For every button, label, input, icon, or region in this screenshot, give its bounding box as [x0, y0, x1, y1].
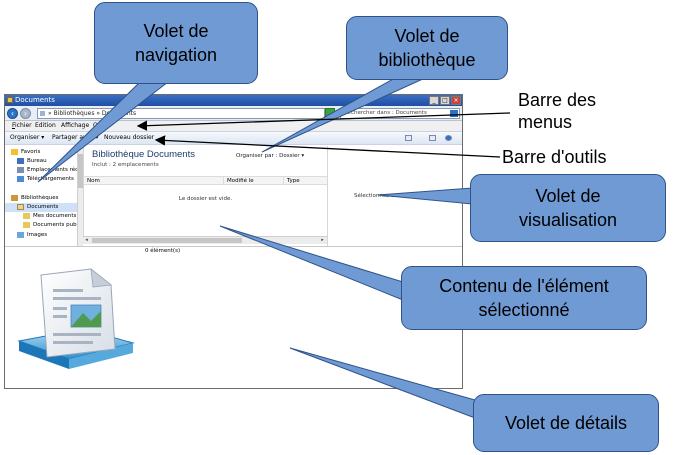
back-button[interactable]: ‹	[7, 108, 18, 119]
callout-navigation-pane: Volet de navigation	[94, 2, 258, 84]
menu-file-label: ichier	[15, 122, 32, 129]
nav-item-desktop[interactable]: Bureau	[5, 157, 77, 166]
preview-pane-icon[interactable]	[429, 135, 436, 141]
preview-pane: Sélectionnez un fichier à visualiser.	[327, 146, 462, 246]
label-tool-bar: Barre d'outils	[502, 147, 607, 167]
tool-bar: Organiser ▾ Partager avec ▾ Nouveau doss…	[5, 131, 462, 145]
folder-icon	[7, 97, 13, 103]
nav-label: Documents	[27, 204, 59, 210]
nav-label: Mes documents	[33, 213, 77, 219]
library-pane: Bibliothèque Documents Inclut : 2 emplac…	[83, 146, 328, 236]
navigation-pane: Favoris Bureau Emplacements récents Télé…	[5, 146, 83, 246]
search-input[interactable]: Rechercher dans : Documents	[340, 108, 460, 119]
address-field[interactable]: » Bibliothèques » Documents	[37, 108, 325, 119]
callout-details-pane: Volet de détails	[473, 394, 659, 452]
search-placeholder: Rechercher dans : Documents	[344, 110, 427, 116]
nav-item-pictures[interactable]: Images	[5, 231, 77, 240]
explorer-window: Documents _ □ × ‹ › » Bibliothèques » Do…	[4, 94, 463, 389]
new-folder-button[interactable]: Nouveau dossier	[104, 134, 155, 141]
details-pane	[5, 255, 462, 388]
nav-item-recent[interactable]: Emplacements récents	[5, 166, 77, 175]
column-type[interactable]: Type	[284, 177, 328, 185]
star-icon	[11, 149, 18, 155]
nav-label: Images	[27, 232, 48, 238]
scroll-right-icon[interactable]: ▸	[321, 237, 324, 243]
column-modified[interactable]: Modifié le	[224, 177, 284, 185]
scrollbar-thumb[interactable]	[92, 238, 242, 243]
menu-file[interactable]: Fichier	[12, 122, 32, 129]
menu-edit[interactable]: Edition	[35, 121, 56, 131]
library-scrollbar[interactable]: ◂ ▸	[83, 236, 327, 244]
column-headers: Nom Modifié le Type	[84, 176, 328, 185]
preview-hint: Sélectionnez un fichier à visualiser.	[354, 193, 451, 199]
window-title: Documents	[15, 96, 55, 104]
search-icon[interactable]	[450, 110, 458, 117]
menu-edit-label: Edition	[35, 122, 56, 129]
minimize-button[interactable]: _	[429, 96, 439, 105]
item-count-bar: 0 élément(s)	[5, 246, 462, 255]
nav-label: Favoris	[21, 149, 41, 155]
close-button[interactable]: ×	[451, 96, 461, 105]
address-crumb: » Bibliothèques » Documents	[48, 110, 137, 117]
arrange-by-dropdown[interactable]: Organiser par : Dossier ▾	[236, 153, 305, 159]
nav-label: Bibliothèques	[21, 195, 59, 201]
nav-item-libraries[interactable]: Bibliothèques	[5, 194, 77, 203]
title-bar: Documents _ □ ×	[5, 95, 462, 106]
nav-item-favorites[interactable]: Favoris	[5, 148, 77, 157]
documents-icon	[17, 204, 24, 210]
nav-label: Téléchargements	[27, 176, 74, 182]
documents-library-icon	[17, 268, 135, 369]
folder-icon	[23, 222, 30, 228]
forward-button[interactable]: ›	[20, 108, 31, 119]
menu-bar: Fichier Edition Affichage Outils	[5, 121, 462, 131]
item-count: 0 élément(s)	[145, 248, 181, 254]
nav-item-my-documents[interactable]: Mes documents	[5, 212, 77, 221]
libraries-icon	[11, 195, 18, 201]
menu-tools[interactable]: Outils	[93, 121, 110, 131]
menu-tools-label: Outils	[93, 122, 111, 129]
scroll-left-icon[interactable]: ◂	[85, 237, 88, 243]
recent-places-icon	[17, 167, 24, 173]
pictures-icon	[17, 232, 24, 238]
library-locations-link[interactable]: Inclut : 2 emplacements	[92, 162, 159, 168]
library-header: Bibliothèque Documents Inclut : 2 emplac…	[84, 146, 327, 176]
menu-view[interactable]: Affichage	[61, 121, 89, 131]
view-icon[interactable]	[405, 135, 412, 141]
callout-library-pane: Volet de bibliothèque	[346, 16, 508, 80]
column-name[interactable]: Nom	[84, 177, 224, 185]
callout-selected-content: Contenu de l'élément sélectionné	[401, 266, 647, 330]
nav-item-public-documents[interactable]: Documents publics	[5, 221, 77, 230]
menu-view-label: Affichage	[61, 122, 90, 129]
desktop-icon	[17, 158, 24, 164]
nav-label: Emplacements récents	[27, 167, 77, 173]
label-menu-bar: Barre des menus	[518, 90, 597, 132]
nav-item-downloads[interactable]: Téléchargements	[5, 175, 77, 184]
maximize-button[interactable]: □	[440, 96, 450, 105]
callout-preview-pane: Volet de visualisation	[470, 174, 666, 242]
share-button[interactable]: Partager avec ▾	[52, 134, 99, 141]
refresh-button[interactable]	[325, 108, 335, 119]
nav-label: Documents publics	[33, 222, 77, 228]
nav-item-documents[interactable]: Documents	[5, 203, 77, 212]
library-icon	[40, 111, 45, 116]
empty-folder-text: Le dossier est vide.	[178, 196, 233, 202]
downloads-icon	[17, 176, 24, 182]
address-bar: ‹ › » Bibliothèques » Documents Recherch…	[5, 106, 462, 121]
library-title: Bibliothèque Documents	[92, 149, 195, 160]
organize-button[interactable]: Organiser ▾	[10, 134, 45, 141]
folder-icon	[23, 213, 30, 219]
help-icon[interactable]	[445, 135, 452, 141]
nav-label: Bureau	[27, 158, 47, 164]
